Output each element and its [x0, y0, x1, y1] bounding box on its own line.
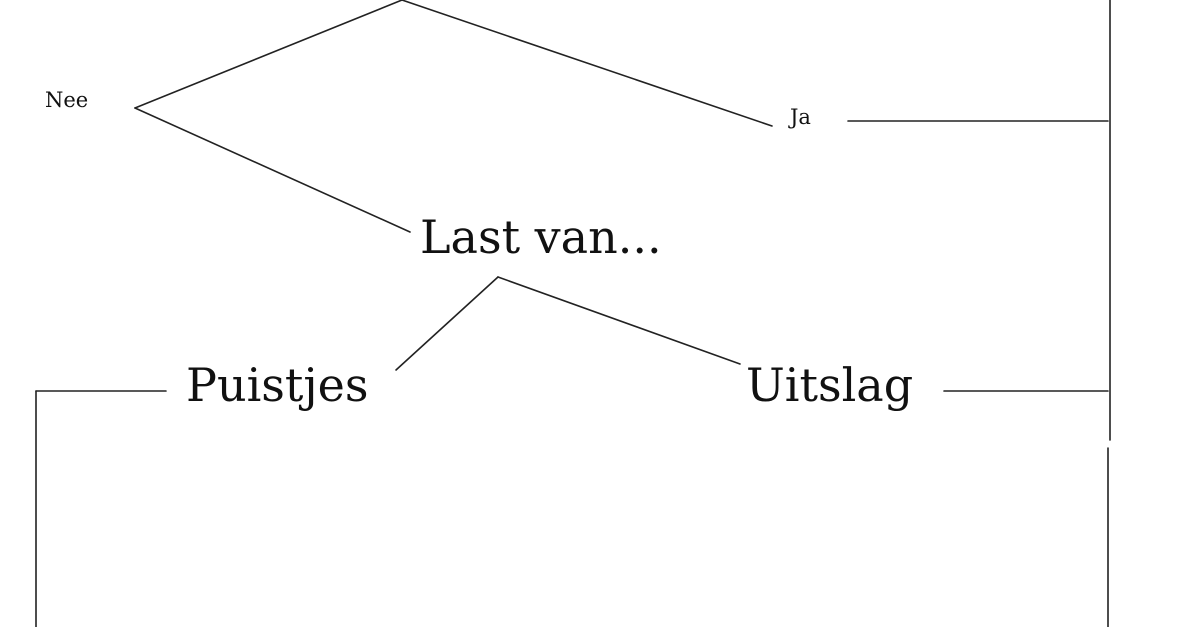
edge-last-van-to-puistjes [395, 276, 499, 371]
node-puistjes: Puistjes [186, 358, 369, 412]
edge-top-to-nee [134, 0, 403, 109]
edge-nee-to-last-van [134, 107, 411, 233]
edge-top-to-ja [401, 0, 773, 127]
edge-last-van-to-uitslag [497, 276, 741, 365]
node-nee: Nee [45, 88, 89, 112]
node-last-van: Last van... [420, 210, 662, 264]
node-ja: Ja [790, 105, 811, 129]
node-uitslag: Uitslag [746, 358, 914, 412]
